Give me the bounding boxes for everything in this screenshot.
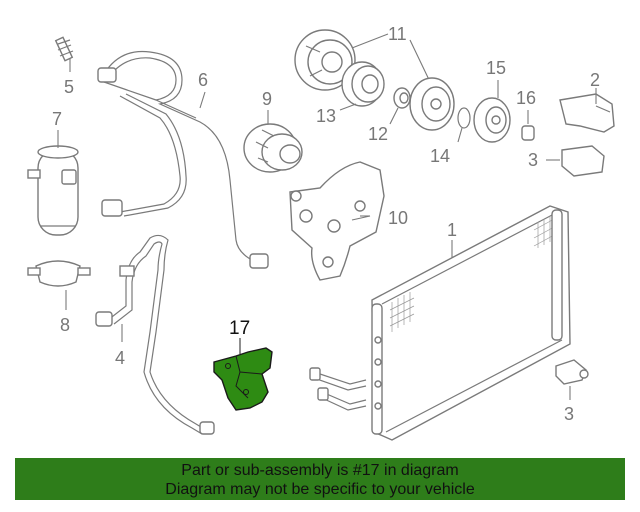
part-3-block-bottom[interactable]	[555, 359, 589, 385]
part-4-line[interactable]	[95, 234, 215, 435]
part-5-bolt[interactable]	[54, 36, 74, 62]
part-13-coil[interactable]	[341, 61, 385, 107]
part-3-block-top[interactable]	[561, 145, 605, 177]
callout-13: 13	[316, 106, 336, 126]
callout-12: 12	[368, 124, 388, 144]
callout-6: 6	[198, 70, 208, 90]
part-11-plate[interactable]	[409, 77, 455, 131]
parts-diagram: 5 7 8 6 4	[27, 24, 615, 441]
part-9-pulley[interactable]	[243, 123, 303, 173]
part-17-highlighted[interactable]	[213, 347, 273, 411]
part-15-clutch-plate[interactable]	[473, 97, 511, 143]
callout-14: 14	[430, 146, 450, 166]
callout-17: 17	[229, 318, 250, 339]
part-1-condenser[interactable]	[371, 205, 571, 441]
banner-line-1: Part or sub-assembly is #17 in diagram	[181, 462, 459, 479]
callout-5: 5	[64, 77, 74, 97]
condenser-fittings[interactable]	[309, 367, 367, 411]
part-8-clamp[interactable]	[27, 260, 91, 287]
banner-line-2: Diagram may not be specific to your vehi…	[165, 481, 475, 498]
callout-4: 4	[115, 348, 125, 368]
callout-10: 10	[388, 208, 408, 228]
callout-1: 1	[447, 220, 457, 240]
part-7-accumulator[interactable]	[27, 145, 79, 236]
info-banner: Part or sub-assembly is #17 in diagram D…	[15, 458, 625, 500]
part-2-cover[interactable]	[559, 93, 615, 133]
callout-7: 7	[52, 109, 62, 129]
part-10-bracket[interactable]	[289, 161, 385, 281]
part-16-nut[interactable]	[521, 125, 535, 141]
callout-3-top: 3	[528, 150, 538, 170]
callout-3-bottom: 3	[564, 404, 574, 424]
part-14-snap-ring[interactable]	[457, 107, 471, 129]
callout-16: 16	[516, 88, 536, 108]
callout-8: 8	[60, 315, 70, 335]
callout-9: 9	[262, 89, 272, 109]
callout-15: 15	[486, 58, 506, 78]
part-11-housing[interactable]	[294, 29, 356, 91]
part-6-hose[interactable]	[97, 50, 269, 269]
condenser-fins	[389, 216, 557, 332]
callout-11: 11	[388, 24, 407, 44]
part-12-ring[interactable]	[393, 87, 411, 109]
callout-2: 2	[590, 70, 600, 90]
